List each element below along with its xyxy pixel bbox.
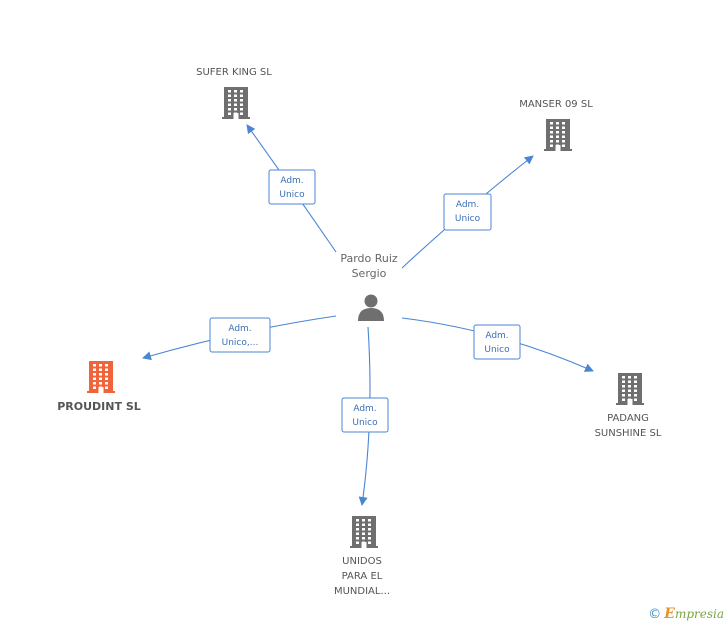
edge-label-unidos-para-el-mundial[interactable]: Adm. Unico — [341, 397, 389, 433]
person-name: Pardo Ruiz — [340, 252, 398, 265]
brand-name: mpresia — [674, 607, 724, 621]
company-name: SUFER KING SL — [196, 67, 272, 78]
company-node-sufer-king[interactable]: SUFER KING SL — [196, 67, 272, 119]
edge-label-text: Unico,... — [222, 338, 259, 348]
building-icon — [87, 361, 115, 393]
company-name: MUNDIAL... — [334, 586, 390, 597]
edge-label-text: Unico — [455, 214, 481, 224]
edge-label-text: Unico — [352, 418, 378, 428]
person-name: Sergio — [352, 267, 387, 280]
company-node-proudint[interactable]: PROUDINT SL — [57, 361, 141, 413]
edge-label-proudint[interactable]: Adm. Unico,... — [209, 317, 271, 353]
company-node-unidos-para-el-mundial[interactable]: UNIDOS PARA EL MUNDIAL... — [334, 516, 390, 597]
company-node-manser-09[interactable]: MANSER 09 SL — [519, 99, 593, 151]
edge-label-text: Adm. — [456, 200, 479, 210]
person-icon — [358, 294, 384, 321]
building-icon — [544, 119, 572, 151]
company-name: UNIDOS — [342, 556, 382, 567]
edge-label-box — [341, 397, 389, 433]
edge-label-box — [443, 193, 492, 231]
company-node-padang-sunshine[interactable]: PADANG SUNSHINE SL — [595, 373, 662, 439]
edge-label-padang-sunshine[interactable]: Adm. Unico — [473, 324, 521, 360]
copyright-icon: © — [648, 607, 662, 622]
company-name: PADANG — [607, 413, 649, 424]
edge-label-text: Adm. — [353, 404, 376, 414]
edge-label-manser-09[interactable]: Adm. Unico — [443, 193, 492, 231]
building-icon — [616, 373, 644, 405]
brand-initial: E — [664, 606, 675, 622]
building-icon — [350, 516, 378, 548]
company-name: SUNSHINE SL — [595, 428, 662, 439]
edge-label-box — [268, 169, 316, 205]
building-icon — [222, 87, 250, 119]
edge-label-box — [473, 324, 521, 360]
company-name: PARA EL — [342, 571, 383, 582]
edge-label-text: Adm. — [485, 331, 508, 341]
company-name: MANSER 09 SL — [519, 99, 593, 110]
edge-label-text: Unico — [484, 345, 510, 355]
brand-footer: ©Empresia — [648, 606, 724, 622]
edge-label-text: Unico — [279, 190, 305, 200]
edge-label-sufer-king[interactable]: Adm. Unico — [268, 169, 316, 205]
company-name: PROUDINT SL — [57, 400, 141, 413]
edge-label-text: Adm. — [280, 176, 303, 186]
edge-label-text: Adm. — [228, 324, 251, 334]
edge-label-box — [209, 317, 271, 353]
